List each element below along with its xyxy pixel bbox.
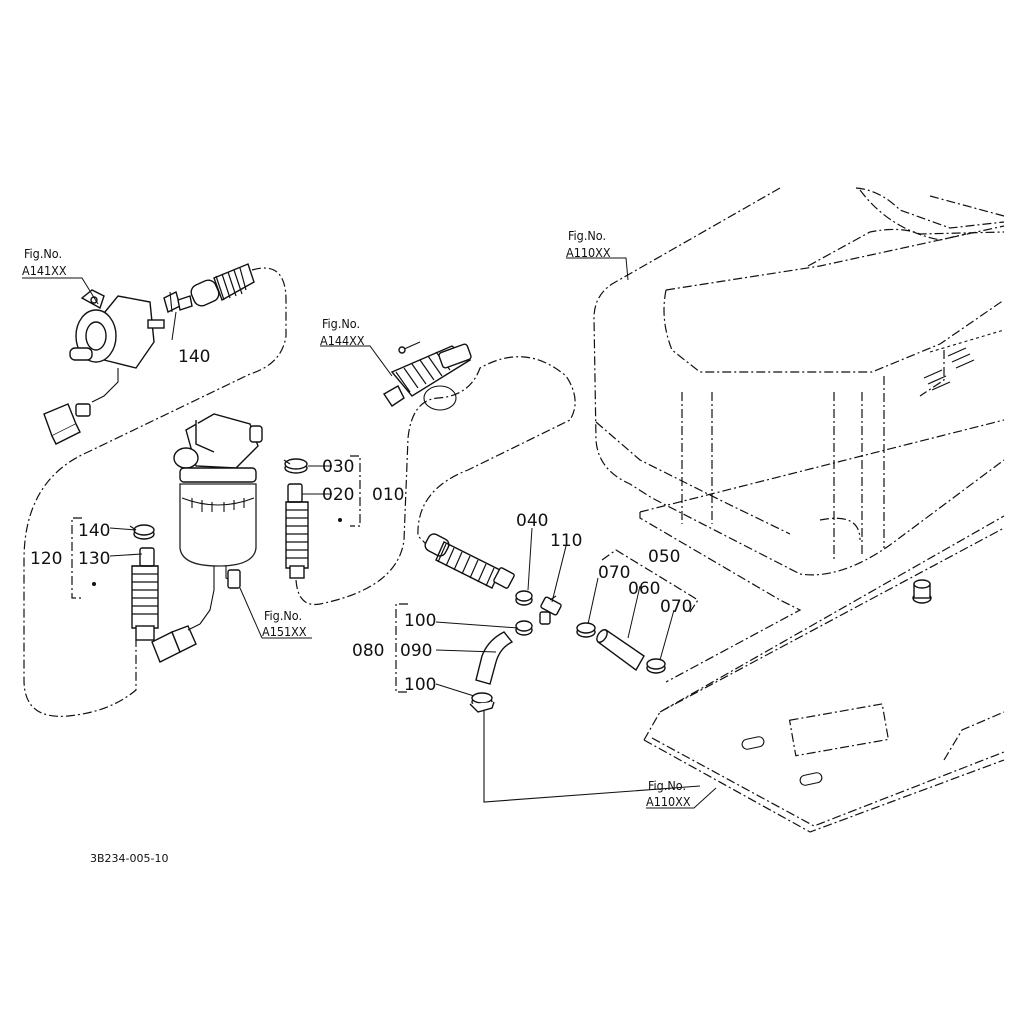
- fig-label-a151: Fig.No.: [264, 608, 302, 623]
- hose-020: [285, 483, 309, 579]
- hose-060: [596, 629, 645, 672]
- group-brackets: [71, 455, 699, 693]
- tank-hose-stub: [923, 329, 1005, 391]
- fig-ref-a141: A141XX: [22, 263, 67, 278]
- fuel-filter: [173, 413, 263, 625]
- callout-040: 040: [516, 511, 548, 531]
- callout-010: 010: [372, 485, 404, 505]
- hose-clamp-030: [283, 458, 308, 474]
- hose-clamp-070-left: [576, 622, 596, 638]
- drawing-code: 3B234-005-10: [90, 852, 168, 865]
- callout-070-right: 070: [660, 597, 692, 617]
- callout-030: 030: [322, 457, 354, 477]
- pump-outlet-hose: [190, 263, 255, 307]
- hose-clamp-140-left: [129, 524, 155, 540]
- tank-return-guide: [639, 512, 802, 683]
- fig-label-a141: Fig.No.: [24, 246, 62, 261]
- hose-clamp-100-lower: [469, 692, 495, 713]
- tank-bracket-plate: [643, 515, 1005, 833]
- fuel-tank-outline: [593, 187, 1005, 576]
- tee-joint-110: [539, 595, 562, 625]
- filter-connector: [151, 623, 201, 663]
- hose-130: [131, 547, 159, 641]
- hose-route-filter-to-injector: [295, 356, 576, 606]
- callout-140-left: 140: [78, 521, 110, 541]
- callout-100-upper: 100: [404, 611, 436, 631]
- injector-harness: [383, 341, 472, 411]
- fuel-pump: [69, 289, 165, 403]
- pump-connector: [43, 403, 91, 445]
- fig-label-a144: Fig.No.: [322, 316, 360, 331]
- hose-090: [475, 631, 514, 685]
- fig-ref-a110-lower: A110XX: [646, 794, 691, 809]
- hose-route-pump-to-filter: [23, 267, 287, 717]
- fig-ref-a144: A144XX: [320, 333, 365, 348]
- figure-references: Fig.No. A141XX Fig.No. A144XX Fig.No. A1…: [22, 228, 691, 809]
- callout-100-lower: 100: [404, 675, 436, 695]
- part-callouts: 140 140 120 130 030 020 010 040 110 050 …: [30, 347, 692, 695]
- group-marker-120: [92, 582, 96, 586]
- callout-060: 060: [628, 579, 660, 599]
- callout-110: 110: [550, 531, 582, 551]
- drain-route: [483, 708, 701, 803]
- callout-080: 080: [352, 641, 384, 661]
- hose-clamp-140-top: [163, 290, 193, 314]
- callout-070-left: 070: [598, 563, 630, 583]
- hose-clamp-040: [515, 590, 533, 606]
- callout-050: 050: [648, 547, 680, 567]
- injector-feed-hose: [424, 533, 515, 589]
- hose-clamp-100-upper: [515, 620, 533, 636]
- hose-clamp-070-right: [646, 658, 666, 674]
- callout-120: 120: [30, 549, 62, 569]
- callout-090: 090: [400, 641, 432, 661]
- leader-lines: [22, 257, 717, 809]
- callout-130: 130: [78, 549, 110, 569]
- tank-grommet: [912, 579, 932, 604]
- group-marker-010: [338, 518, 342, 522]
- fig-label-a110-lower: Fig.No.: [648, 778, 686, 793]
- fig-label-a110-upper: Fig.No.: [568, 228, 606, 243]
- fig-ref-a151: A151XX: [262, 624, 307, 639]
- callout-140-top: 140: [178, 347, 210, 367]
- callout-020: 020: [322, 485, 354, 505]
- fig-ref-a110-upper: A110XX: [566, 245, 611, 260]
